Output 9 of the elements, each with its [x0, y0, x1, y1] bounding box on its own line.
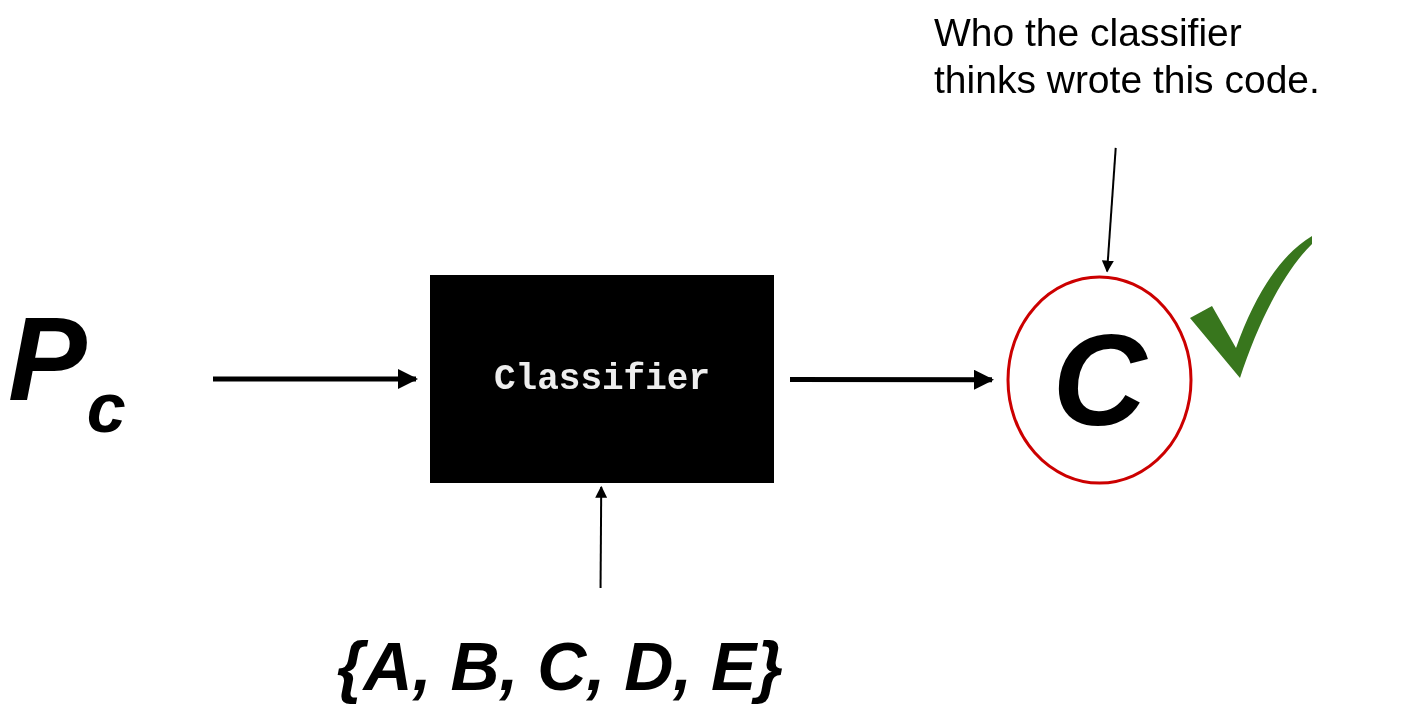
- arrow: [595, 485, 608, 589]
- box-label: Classifier: [493, 358, 710, 400]
- arrow: [1101, 146, 1117, 273]
- class-label: C: [1052, 315, 1147, 445]
- variable-label: P$_{c}$: [8, 300, 126, 436]
- classifier-box: [430, 275, 774, 483]
- annotation-text: Who the classifier thinks wrote this code.: [934, 10, 1321, 103]
- arrow: [790, 369, 994, 390]
- arrow: [213, 369, 418, 389]
